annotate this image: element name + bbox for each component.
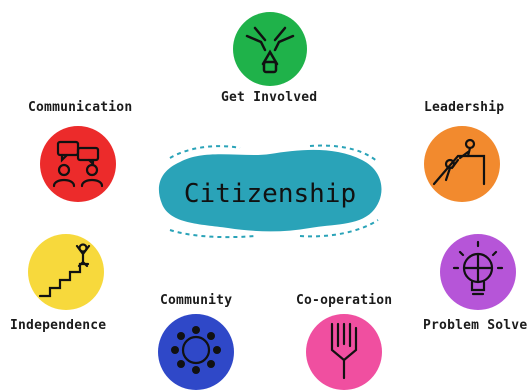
people-circle-icon — [158, 314, 234, 390]
problem-solve-label: Problem Solve — [423, 318, 528, 333]
center-blob-shape: Citizenship — [158, 144, 382, 239]
lightbulb-puzzle-icon — [440, 234, 516, 310]
center-title: Citizenship — [184, 179, 356, 209]
independence-label: Independence — [10, 318, 107, 333]
co-operation-label: Co-operation — [296, 293, 393, 308]
get-involved-circle — [233, 12, 307, 86]
conversation-icon — [40, 126, 116, 202]
problem-solve-circle — [440, 234, 516, 310]
independence-circle — [28, 234, 104, 310]
stairs-climb-icon — [28, 234, 104, 310]
center-blob: Citizenship — [150, 140, 390, 240]
community-circle — [158, 314, 234, 390]
community-label: Community — [160, 293, 233, 308]
leadership-label: Leadership — [424, 100, 505, 115]
handshake-icon — [306, 314, 382, 390]
communication-label: Communication — [28, 100, 133, 115]
leadership-circle — [424, 126, 500, 202]
helping-climb-icon — [424, 126, 500, 202]
co-operation-circle — [306, 314, 382, 390]
communication-circle — [40, 126, 116, 202]
hands-together-icon — [233, 12, 307, 86]
get-involved-label: Get Involved — [221, 90, 318, 105]
